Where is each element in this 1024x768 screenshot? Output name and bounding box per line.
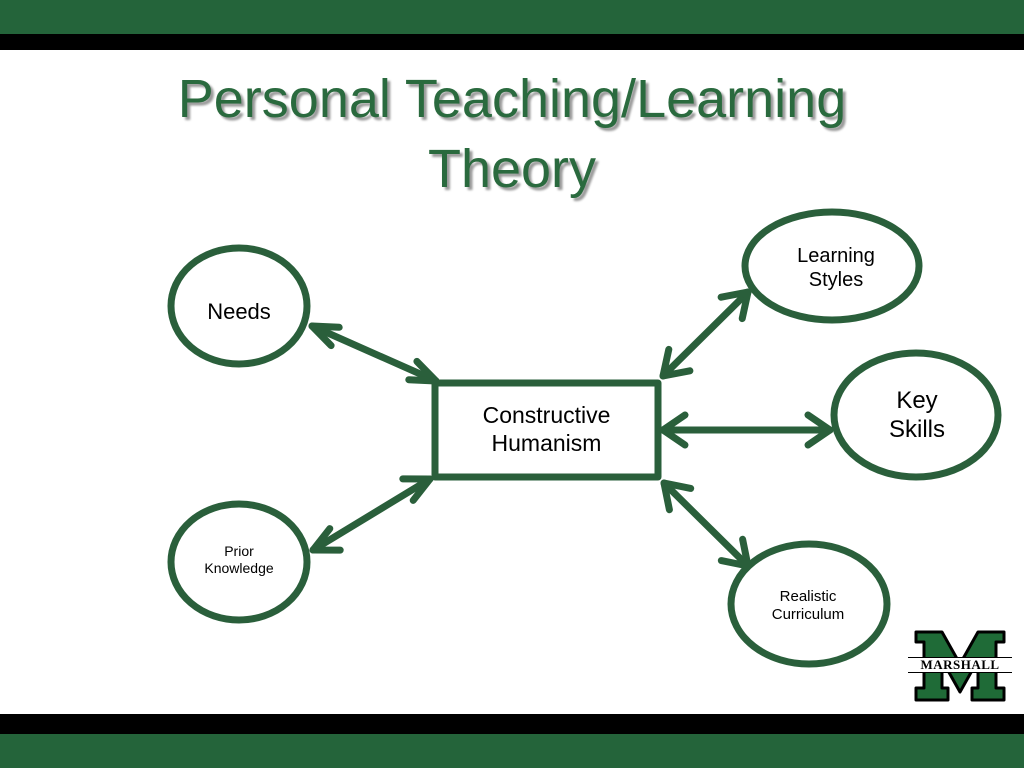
key-skills-label: Key Skills <box>857 384 977 448</box>
realistic-curriculum-label: Realistic Curriculum <box>748 584 868 628</box>
needs-arrow <box>308 322 440 385</box>
learning-styles-ellipse <box>741 208 923 324</box>
slide-title-line2: Theory <box>427 139 597 199</box>
learning-styles-label-line1: Learning <box>797 245 875 267</box>
key-skills-label-line2: Skills <box>888 416 945 443</box>
logo-wordmark: MARSHALL <box>908 657 1012 673</box>
learning-styles-label-line2: Styles <box>808 269 864 291</box>
bottom-green-band <box>0 734 1024 768</box>
needs-ellipse <box>167 244 311 368</box>
slide-title-line1: Personal Teaching/Learning <box>177 69 847 129</box>
learning-styles-label: Learning Styles <box>766 240 906 296</box>
slide-title: Personal Teaching/Learning Theory <box>0 64 1024 204</box>
center-box <box>431 379 662 481</box>
key-skills-ellipse <box>830 349 1002 481</box>
prior-knowledge-ellipse <box>167 500 311 624</box>
key-skills-label-line1: Key <box>896 387 938 415</box>
center-label-line1: Constructive <box>482 402 611 429</box>
prior-knowledge-label-line2: Knowledge <box>204 560 274 576</box>
learning-styles-arrow <box>659 288 752 380</box>
needs-label-line1: Needs <box>207 298 271 324</box>
marshall-logo: MARSHALL <box>908 630 1012 702</box>
needs-label: Needs <box>179 288 299 336</box>
realistic-curriculum-ellipse <box>727 540 891 668</box>
key-skills-arrow <box>659 411 834 449</box>
center-label: Constructive Humanism <box>435 383 658 477</box>
prior-knowledge-label-line1: Prior <box>224 543 254 560</box>
top-black-band <box>0 34 1024 50</box>
prior-knowledge-arrow <box>309 475 434 554</box>
prior-knowledge-label: Prior Knowledge <box>179 538 299 582</box>
top-green-band <box>0 0 1024 34</box>
realistic-curriculum-label-line2: Curriculum <box>771 606 845 623</box>
center-label-line2: Humanism <box>491 430 602 456</box>
realistic-curriculum-label-line1: Realistic <box>779 588 837 605</box>
realistic-curriculum-arrow <box>660 479 752 570</box>
bottom-black-band <box>0 714 1024 734</box>
